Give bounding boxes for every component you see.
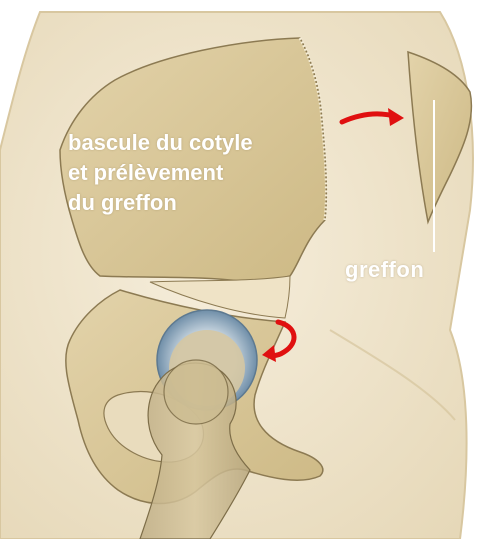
- femoral-head: [164, 360, 228, 424]
- caption-line-1: bascule du cotyle: [68, 128, 253, 158]
- caption-line-3: du greffon: [68, 188, 253, 218]
- caption-line-2: et prélèvement: [68, 158, 253, 188]
- procedure-caption: bascule du cotyle et prélèvement du gref…: [68, 128, 253, 218]
- graft-label: greffon: [345, 257, 424, 283]
